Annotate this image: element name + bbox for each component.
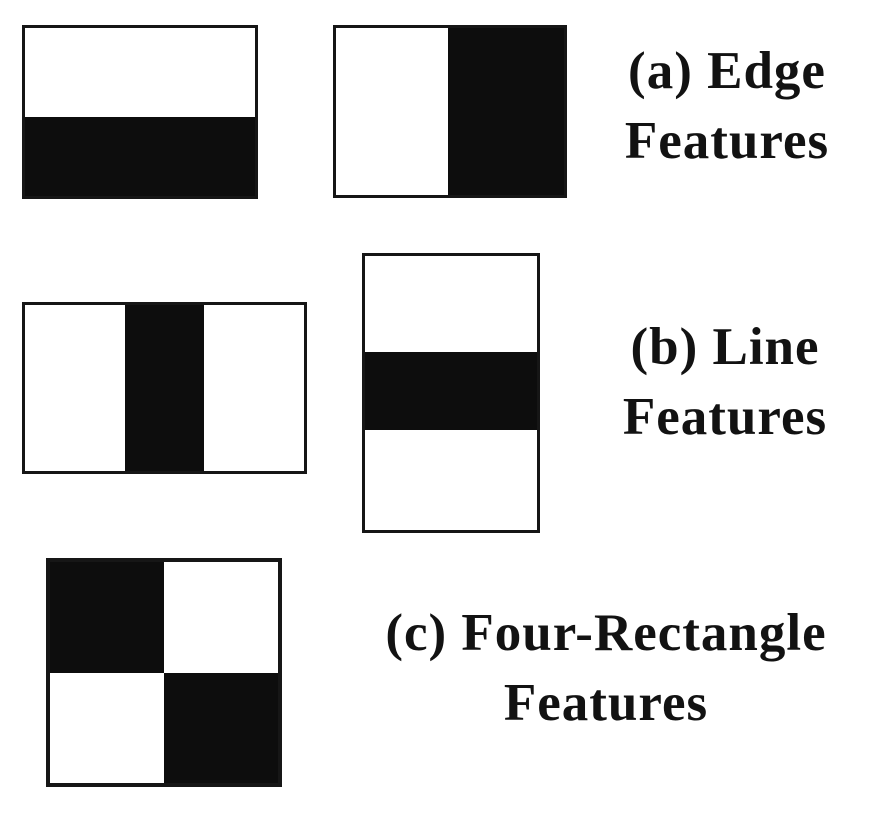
- white-band: [25, 28, 255, 117]
- black-band: [124, 305, 205, 471]
- label-four-rectangle-features: (c) Four-Rectangle Features: [321, 598, 890, 738]
- label-line-features-line2: Features: [622, 388, 828, 446]
- white-band: [204, 305, 305, 471]
- black-cell: [50, 562, 164, 673]
- black-cell: [164, 672, 278, 783]
- black-band: [365, 351, 537, 431]
- label-four-rectangle-features-line1: (c) Four-Rectangle: [385, 604, 827, 662]
- line-feature-vertical-stripe: [22, 302, 307, 474]
- label-line-features-line1: (b) Line: [630, 318, 820, 376]
- edge-feature-vertical: [333, 25, 567, 198]
- four-rectangle-feature: [46, 558, 282, 787]
- label-line-features: (b) Line Features: [578, 312, 872, 452]
- line-feature-horizontal-stripe: [362, 253, 540, 533]
- black-band: [448, 28, 564, 195]
- white-band: [336, 28, 449, 195]
- label-four-rectangle-features-line2: Features: [503, 674, 709, 732]
- label-edge-features-line1: (a) Edge: [628, 42, 826, 100]
- label-edge-features: (a) Edge Features: [580, 36, 874, 176]
- label-edge-features-line2: Features: [624, 112, 830, 170]
- white-band: [25, 305, 125, 471]
- edge-feature-horizontal: [22, 25, 258, 199]
- white-cell: [164, 562, 278, 673]
- black-band: [25, 116, 255, 196]
- white-band: [365, 256, 537, 352]
- white-band: [365, 430, 537, 530]
- white-cell: [50, 672, 164, 783]
